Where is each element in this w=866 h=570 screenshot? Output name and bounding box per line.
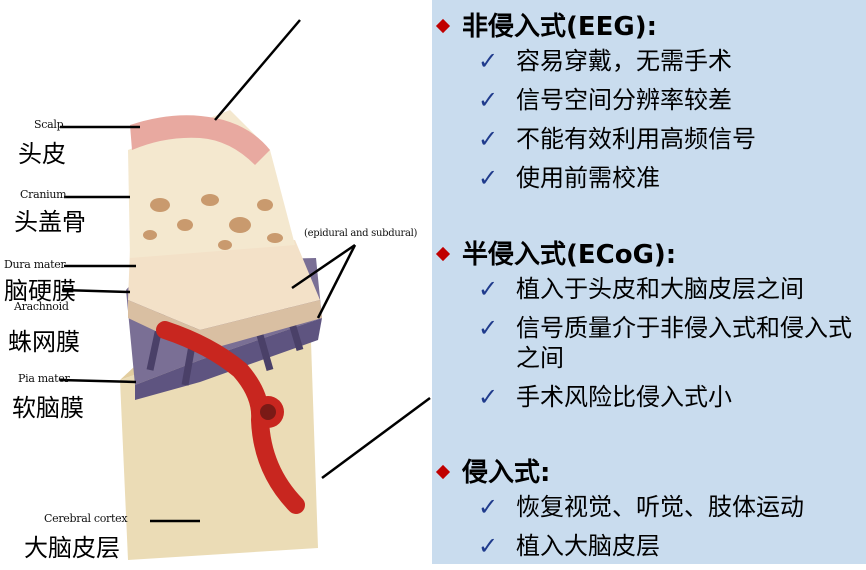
- scalp-layer: [130, 115, 270, 165]
- label-dura-cn: 脑硬膜: [4, 277, 76, 305]
- label-epidural: (epidural and subdural): [304, 228, 418, 239]
- leader-lines: [59, 19, 431, 523]
- section-noninvasive: 非侵入式(EEG):: [435, 6, 658, 43]
- invasive-list: ✓恢复视觉、听觉、肢体运动 ✓植入大脑皮层: [478, 492, 856, 570]
- section-title: 非侵入式(EEG):: [462, 12, 658, 42]
- label-arachnoid-cn: 蛛网膜: [8, 328, 80, 356]
- diamond-bullet-icon: [435, 464, 451, 479]
- semi-invasive-list: ✓植入于头皮和大脑皮层之间 ✓信号质量介于非侵入式和侵入式之间 ✓手术风险比侵入…: [478, 274, 856, 421]
- list-item: ✓手术风险比侵入式小: [478, 383, 732, 411]
- list-item: ✓使用前需校准: [478, 164, 660, 192]
- label-arachnoid-en: Arachnoid: [14, 300, 69, 313]
- check-icon: ✓: [478, 86, 499, 114]
- check-icon: ✓: [478, 532, 499, 560]
- section-title: 侵入式:: [462, 458, 551, 488]
- label-cortex-en: Cerebral cortex: [44, 512, 128, 525]
- check-icon: ✓: [478, 383, 499, 411]
- label-pia-en: Pia mater: [18, 372, 70, 385]
- label-cranium-cn: 头盖骨: [14, 208, 86, 236]
- anatomy-panel: Scalp 头皮 Cranium 头盖骨 Dura mater 脑硬膜 Arac…: [0, 0, 432, 564]
- list-item: ✓信号空间分辨率较差: [478, 86, 732, 114]
- check-icon: ✓: [478, 125, 499, 153]
- check-icon: ✓: [478, 47, 499, 75]
- label-scalp-cn: 头皮: [18, 140, 66, 168]
- check-icon: ✓: [478, 275, 499, 303]
- list-item: ✓植入于头皮和大脑皮层之间: [478, 275, 804, 303]
- section-invasive: 侵入式:: [435, 452, 551, 489]
- check-icon: ✓: [478, 493, 499, 521]
- label-cortex-cn: 大脑皮层: [24, 534, 120, 562]
- diamond-bullet-icon: [435, 246, 451, 261]
- bci-types-panel: [432, 0, 866, 564]
- noninvasive-list: ✓容易穿戴，无需手术 ✓信号空间分辨率较差 ✓不能有效利用高频信号 ✓使用前需校…: [478, 46, 856, 202]
- diamond-bullet-icon: [435, 18, 451, 33]
- section-title: 半侵入式(ECoG):: [462, 240, 677, 270]
- label-scalp-en: Scalp: [34, 118, 64, 131]
- dura-layer: [128, 240, 320, 330]
- section-semi-invasive: 半侵入式(ECoG):: [435, 234, 677, 271]
- label-pia-cn: 软脑膜: [12, 394, 84, 422]
- list-item: ✓信号质量介于非侵入式和侵入式之间: [478, 314, 852, 372]
- list-item: ✓容易穿戴，无需手术: [478, 47, 732, 75]
- check-icon: ✓: [478, 314, 499, 342]
- list-item: ✓不能有效利用高频信号: [478, 125, 756, 153]
- label-cranium-en: Cranium: [20, 188, 67, 201]
- list-item: ✓恢复视觉、听觉、肢体运动: [478, 493, 804, 521]
- list-item: ✓植入大脑皮层: [478, 532, 660, 560]
- artery: [156, 321, 305, 514]
- cranium-pores: [143, 194, 283, 250]
- label-dura-en: Dura mater: [4, 258, 66, 271]
- check-icon: ✓: [478, 164, 499, 192]
- brain-layers-diagram: [59, 19, 431, 560]
